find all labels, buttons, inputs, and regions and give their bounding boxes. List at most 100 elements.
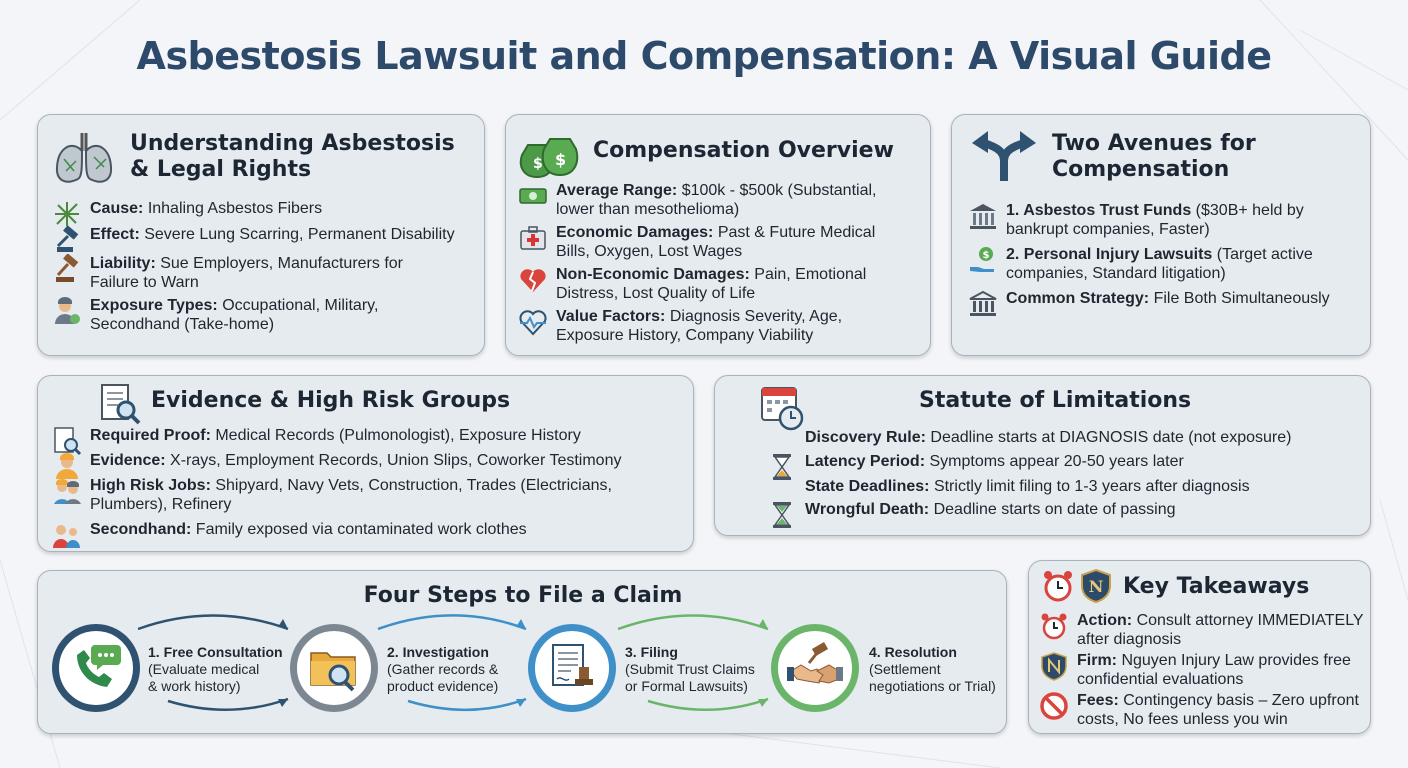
document-stamp-icon (552, 644, 593, 686)
avenues-title-line1: Two Avenues for (1052, 131, 1256, 156)
list-item: Latency Period: Symptoms appear 20-50 ye… (767, 452, 1357, 482)
arrow-1-top (137, 614, 289, 631)
item-text: Occupational, Military, Secondhand (Take… (90, 297, 379, 333)
compensation-title: Compensation Overview (593, 138, 894, 163)
step-3-text: 3. Filing (Submit Trust Claims or Formal… (625, 644, 775, 695)
lungs-icon (55, 133, 113, 183)
item-label: Evidence: (90, 452, 166, 469)
statute-card: Statute of Limitations Discovery Rule: D… (714, 375, 1371, 536)
evidence-title: Evidence & High Risk Groups (151, 388, 511, 413)
list-item: 1. Asbestos Trust Funds ($30B+ held by b… (968, 201, 1358, 239)
step-4-text: 4. Resolution (Settlement negotiations o… (869, 644, 1007, 695)
arrow-3-top (617, 614, 769, 631)
item-text: Severe Lung Scarring, Permanent Disabili… (144, 226, 455, 243)
list-item: Average Range: $100k - $500k (Substantia… (518, 181, 918, 219)
item-text: File Both Simultaneously (1153, 290, 1330, 307)
item-text: (Target active companies, Standard litig… (1006, 246, 1313, 282)
shield-logo-icon (1039, 651, 1069, 681)
bank-icon (968, 201, 998, 231)
list-item: Liability: Sue Employers, Manufacturers … (52, 254, 472, 292)
item-label: Wrongful Death: (805, 501, 930, 518)
item-text: Nguyen Injury Law provides free confiden… (1077, 652, 1351, 688)
arrow-1-bottom (167, 697, 289, 711)
item-text: Inhaling Asbestos Fibers (147, 200, 323, 217)
item-text: $100k - $500k (Substantial, lower than m… (556, 182, 877, 218)
item-label: Firm: (1077, 652, 1117, 669)
list-item: Wrongful Death: Deadline starts on date … (767, 500, 1357, 530)
item-text: Pain, Emotional Distress, Lost Quality o… (556, 266, 867, 302)
svg-text:$: $ (983, 250, 990, 261)
fibers-icon (52, 199, 82, 229)
item-label: High Risk Jobs: (90, 477, 211, 494)
item-text: X-rays, Employment Records, Union Slips,… (170, 452, 622, 469)
avenues-title-line2: Compensation (1052, 157, 1230, 183)
list-item: Discovery Rule: Deadline starts at DIAGN… (767, 428, 1357, 458)
phone-chat-icon (77, 645, 121, 687)
shield-logo-icon: N (1081, 568, 1111, 604)
item-label: Common Strategy: (1006, 290, 1150, 307)
list-item: Value Factors: Diagnosis Severity, Age, … (518, 307, 918, 345)
item-label: Exposure Types: (90, 297, 218, 314)
list-item: Cause: Inhaling Asbestos Fibers (52, 199, 472, 229)
folder-search-icon (310, 652, 356, 692)
step-desc-line2: product evidence) (387, 678, 499, 694)
heartbeat-icon (518, 307, 548, 337)
item-text: Consult attorney IMMEDIATELY after diagn… (1077, 612, 1364, 648)
takeaways-card: N Key Takeaways Action: Consult attorney… (1028, 560, 1371, 734)
list-item: Evidence: X-rays, Employment Records, Un… (52, 451, 682, 481)
item-label: Cause: (90, 200, 144, 217)
svg-text:$: $ (555, 150, 566, 169)
document-search-icon (101, 384, 141, 425)
medical-kit-icon (518, 223, 548, 253)
list-item: Non-Economic Damages: Pain, Emotional Di… (518, 265, 918, 303)
item-label: Liability: (90, 255, 156, 272)
item-text: Sue Employers, Manufacturers for Failure… (90, 255, 403, 291)
worker-icon (52, 451, 82, 481)
hourglass-icon (767, 452, 797, 482)
step-2-circle (290, 624, 378, 712)
avenues-card: Two Avenues for Compensation 1. Asbestos… (951, 114, 1371, 356)
item-text: Past & Future Medical Bills, Oxygen, Los… (556, 224, 876, 260)
item-text: Medical Records (Pulmonologist), Exposur… (215, 427, 581, 444)
step-label: 4. Resolution (869, 644, 957, 660)
item-label: Latency Period: (805, 453, 926, 470)
step-label: 2. Investigation (387, 644, 489, 660)
gavel-icon (52, 254, 82, 284)
item-label: Discovery Rule: (805, 429, 926, 446)
step-1-text: 1. Free Consultation (Evaluate medical &… (148, 644, 288, 695)
item-label: 2. Personal Injury Lawsuits (1006, 246, 1213, 263)
no-fee-icon (1039, 691, 1069, 721)
alarm-clock-icon (1044, 571, 1072, 602)
item-text: ($30B+ held by bankrupt companies, Faste… (1006, 202, 1304, 238)
arrow-2-top (377, 614, 527, 631)
compensation-card: $ $ Compensation Overview Average Range:… (505, 114, 931, 356)
item-label: Action: (1077, 612, 1133, 629)
courthouse-icon (968, 289, 998, 319)
shield-logo-letter: N (1089, 577, 1104, 596)
list-item: Secondhand: Family exposed via contamina… (52, 520, 682, 550)
list-item: Common Strategy: File Both Simultaneousl… (968, 289, 1358, 319)
step-desc-line1: (Gather records & (387, 661, 499, 677)
item-label: Value Factors: (556, 308, 666, 325)
item-label: Average Range: (556, 182, 678, 199)
list-item: $ 2. Personal Injury Lawsuits (Target ac… (968, 245, 1358, 283)
step-3-circle (528, 624, 616, 712)
item-label: Effect: (90, 226, 140, 243)
list-item: State Deadlines: Strictly limit filing t… (767, 477, 1357, 507)
svg-text:$: $ (533, 156, 543, 172)
arrow-3-bottom (647, 697, 769, 711)
document-search-icon (52, 426, 82, 456)
cash-icon (518, 181, 548, 211)
step-arrows (137, 614, 769, 711)
calendar-clock-icon (761, 387, 804, 431)
gavel-icon (52, 225, 82, 255)
step-label: 3. Filing (625, 644, 678, 660)
item-text: Strictly limit filing to 1-3 years after… (933, 478, 1250, 495)
step-desc-line1: (Settlement (869, 661, 941, 677)
workers-icon (52, 476, 82, 506)
list-item: Effect: Severe Lung Scarring, Permanent … (52, 225, 472, 255)
item-text: Contingency basis – Zero upfront costs, … (1077, 692, 1359, 728)
steps-title: Four Steps to File a Claim (363, 583, 683, 608)
list-item: Exposure Types: Occupational, Military, … (52, 296, 472, 334)
hourglass-icon (767, 500, 797, 530)
